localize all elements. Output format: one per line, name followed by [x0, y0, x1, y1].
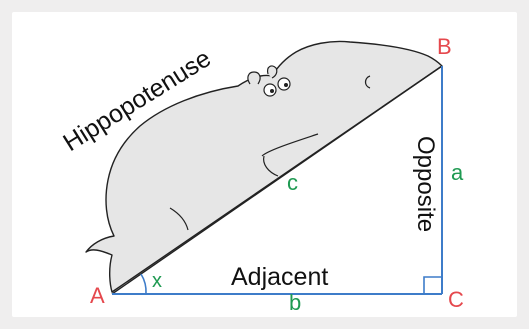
opposite-word: Opposite [412, 136, 439, 232]
vertex-label-c: C [448, 287, 464, 312]
hippo-ear-2 [267, 65, 278, 79]
hippo-eye-left [263, 83, 277, 97]
hippo-eye-left-pupil [270, 89, 274, 93]
angle-arc-icon [140, 273, 147, 295]
right-angle-marker-icon [423, 276, 442, 294]
side-label-a: a [451, 160, 464, 185]
adjacent-word: Adjacent [231, 263, 328, 291]
angle-label-x: x [152, 270, 162, 292]
hippo-eye-right [277, 77, 291, 91]
hippo-icon [85, 40, 443, 293]
hippo-ear [247, 71, 261, 85]
side-label-c: c [287, 170, 298, 195]
hippo-front-leg [169, 207, 189, 231]
hypotenuse-line [111, 65, 443, 295]
hippo-leg-line [261, 133, 319, 157]
vertex-label-a: A [90, 283, 105, 308]
side-label-b: b [289, 290, 301, 315]
hippo-eye-right-pupil [284, 83, 288, 87]
hippo-nostril [364, 75, 371, 89]
vertex-label-b: B [437, 34, 452, 59]
hippo-leg-line-2 [263, 155, 279, 177]
hippo-body [85, 40, 443, 293]
